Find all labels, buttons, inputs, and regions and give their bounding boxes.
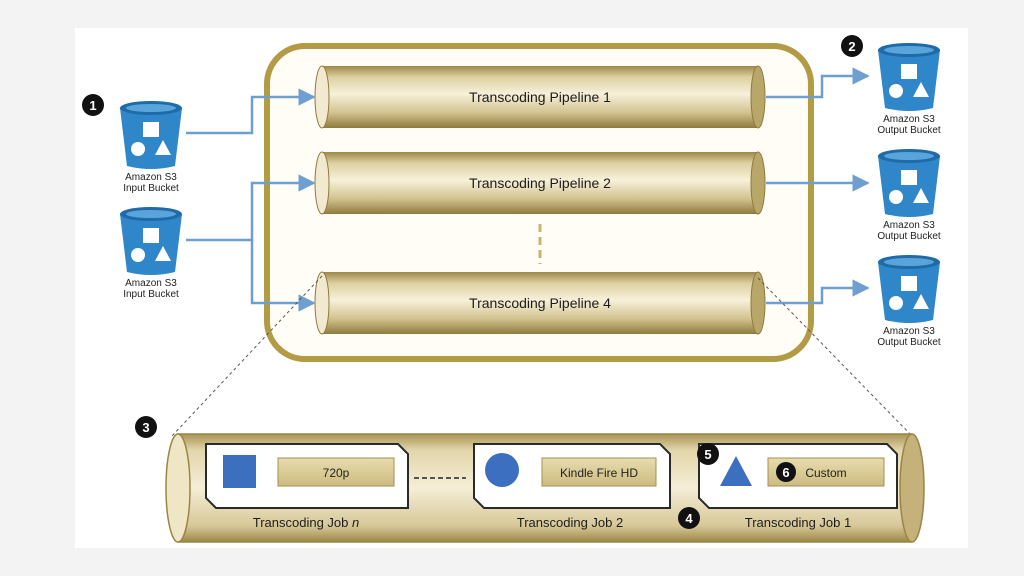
- caption-line: Input Bucket: [123, 289, 179, 300]
- svg-text:2: 2: [848, 39, 855, 54]
- output-bucket-2: [878, 149, 940, 217]
- circle-icon: [485, 453, 519, 487]
- badge-5: 5: [697, 443, 719, 465]
- zoom-lines: [171, 275, 913, 437]
- input-bucket-1: [120, 101, 182, 169]
- caption-line: Amazon S3: [883, 220, 935, 231]
- caption-line: Output Bucket: [877, 125, 941, 136]
- badge-4: 4: [678, 507, 700, 529]
- job-card-n: 720p: [205, 443, 409, 509]
- job-card-1: Custom: [698, 443, 898, 509]
- job-preset: 720p: [323, 466, 350, 480]
- job-preset: Custom: [805, 466, 846, 480]
- output-bucket-2-caption: Amazon S3 Output Bucket: [866, 220, 952, 242]
- input-bucket-2: [120, 207, 182, 275]
- caption-line: Output Bucket: [877, 231, 941, 242]
- input-bucket-1-caption: Amazon S3 Input Bucket: [110, 172, 192, 194]
- bucket-icon: [120, 101, 182, 169]
- bucket-icon: [878, 255, 940, 323]
- badge-1: 1: [82, 94, 104, 116]
- badge-6: 6: [776, 462, 796, 482]
- caption-line: Amazon S3: [883, 326, 935, 337]
- svg-text:1: 1: [89, 98, 96, 113]
- square-icon: [223, 455, 256, 488]
- svg-text:3: 3: [142, 420, 149, 435]
- triangle-icon: [720, 456, 752, 486]
- output-bucket-3-caption: Amazon S3 Output Bucket: [866, 326, 952, 348]
- bucket-icon: [120, 207, 182, 275]
- pipeline-2: Transcoding Pipeline 2: [314, 151, 766, 215]
- caption-line: Output Bucket: [877, 337, 941, 348]
- bucket-icon: [878, 43, 940, 111]
- job-label-n: Transcoding Job n: [253, 515, 359, 530]
- output-bucket-3: [878, 255, 940, 323]
- input-arrows: [186, 88, 316, 312]
- pipeline-1: Transcoding Pipeline 1: [314, 65, 766, 129]
- svg-text:4: 4: [685, 511, 693, 526]
- svg-text:6: 6: [782, 465, 789, 480]
- job-preset: Kindle Fire HD: [560, 466, 638, 480]
- pipeline-label: Transcoding Pipeline 4: [469, 295, 611, 311]
- bucket-icon: [878, 149, 940, 217]
- caption-line: Amazon S3: [125, 278, 177, 289]
- input-bucket-2-caption: Amazon S3 Input Bucket: [110, 278, 192, 300]
- job-card-2: Kindle Fire HD: [473, 443, 671, 509]
- caption-line: Input Bucket: [123, 183, 179, 194]
- badge-3: 3: [135, 416, 157, 438]
- pipeline-4: Transcoding Pipeline 4: [314, 271, 766, 335]
- svg-text:5: 5: [704, 447, 711, 462]
- pipeline-label: Transcoding Pipeline 1: [469, 89, 611, 105]
- pipeline-label: Transcoding Pipeline 2: [469, 175, 611, 191]
- job-label-2: Transcoding Job 2: [517, 515, 623, 530]
- caption-line: Amazon S3: [883, 114, 935, 125]
- output-arrows: [766, 67, 870, 305]
- output-bucket-1: [878, 43, 940, 111]
- job-label-1: Transcoding Job 1: [745, 515, 851, 530]
- caption-line: Amazon S3: [125, 172, 177, 183]
- output-bucket-1-caption: Amazon S3 Output Bucket: [866, 114, 952, 136]
- badge-2: 2: [841, 35, 863, 57]
